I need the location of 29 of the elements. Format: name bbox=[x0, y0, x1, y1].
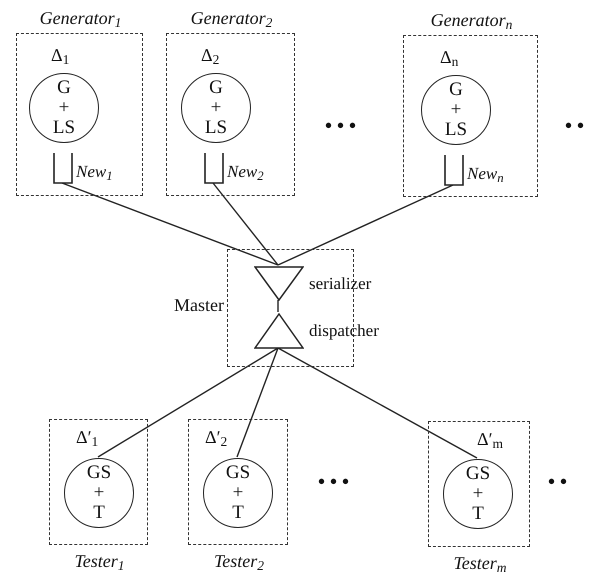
ellipsis: • • • bbox=[318, 472, 350, 492]
group-title: Tester$_{1}$ bbox=[73, 552, 126, 570]
delta-label: Δ′$_{2}$ bbox=[205, 428, 228, 446]
ellipsis: • • bbox=[565, 116, 584, 136]
connector-line bbox=[278, 347, 478, 459]
ellipsis: • • bbox=[548, 472, 568, 492]
connector-line bbox=[278, 184, 454, 266]
delta-label: Δ$_{2}$ bbox=[201, 46, 220, 64]
delta-label: Δ$_{1}$ bbox=[51, 46, 70, 64]
group-title: Generator$_{2}$ bbox=[190, 9, 274, 27]
queue-label: New$_{2}$ bbox=[227, 163, 264, 180]
queue-label: New$_{n}$ bbox=[467, 165, 504, 182]
ellipsis: • • • bbox=[325, 116, 356, 136]
connector-line bbox=[62, 182, 278, 266]
group-title: Generator$_{n}$ bbox=[430, 11, 514, 29]
connector-line bbox=[98, 347, 278, 458]
connector-line bbox=[236, 348, 279, 458]
delta-label: Δ′$_{m}$ bbox=[477, 430, 504, 448]
component-label: dispatcher bbox=[309, 322, 379, 339]
group-title: Master bbox=[174, 296, 224, 314]
group-title: Generator$_{1}$ bbox=[38, 9, 122, 27]
connector-line bbox=[277, 300, 279, 312]
delta-label: Δ′$_{1}$ bbox=[76, 428, 98, 446]
connector-line bbox=[212, 182, 279, 266]
component-label: serializer bbox=[309, 274, 372, 292]
queue-label: New$_{1}$ bbox=[76, 163, 113, 180]
group-title: Tester$_{2}$ bbox=[212, 552, 266, 570]
group-title: Tester$_{m}$ bbox=[452, 554, 508, 572]
delta-label: Δ$_{n}$ bbox=[440, 48, 458, 66]
